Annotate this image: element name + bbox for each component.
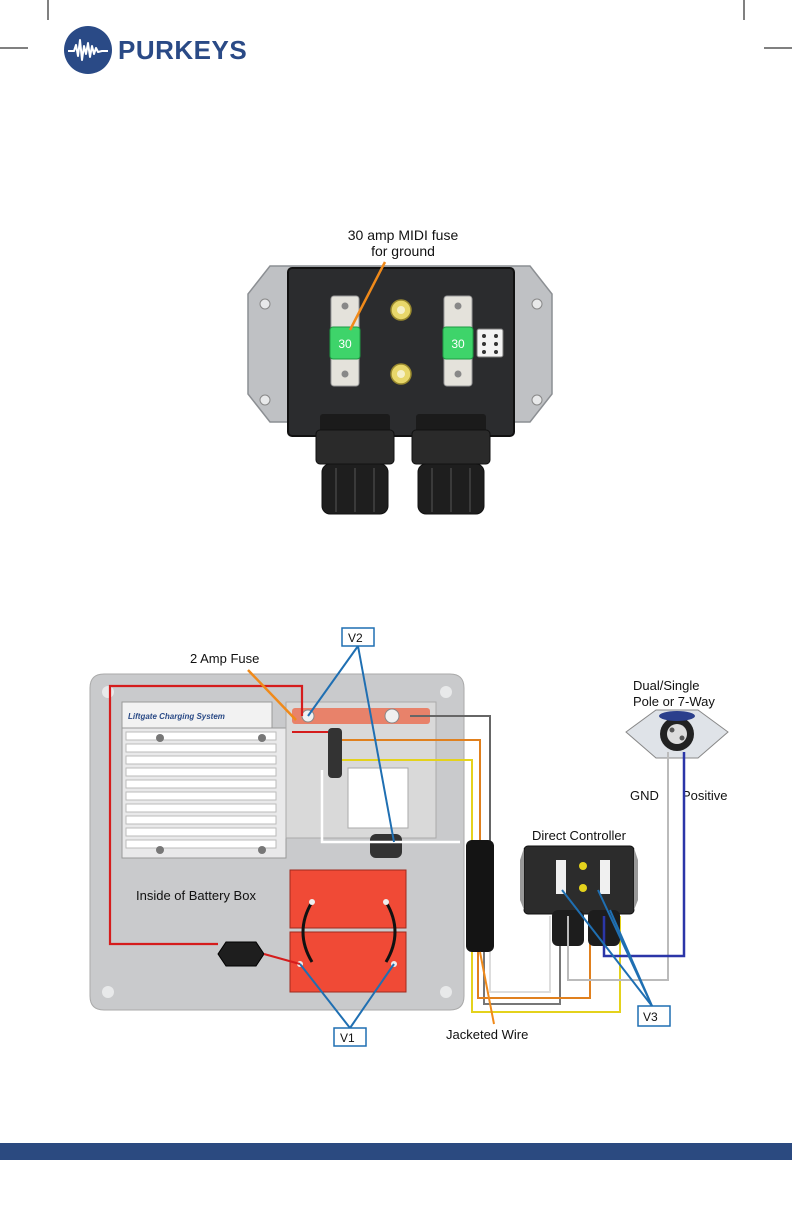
battery-bottom [290, 932, 406, 992]
fuse-right-rating: 30 [451, 337, 465, 351]
mount-hole-bottom-left [260, 395, 270, 405]
battery-box-label: Inside of Battery Box [136, 888, 256, 903]
cable-gland-right [412, 414, 490, 514]
harness-gray [484, 916, 560, 1004]
terminal-strip [328, 728, 342, 778]
positive-label: Positive [682, 788, 728, 803]
inline-fuse-holder [218, 942, 264, 966]
wiring-diagram: Liftgate Charging System Inside of Batte… [80, 620, 740, 1060]
logo-text: PURKEYS [118, 35, 247, 66]
mount-hole-bottom-right [532, 395, 542, 405]
ground-clamp [370, 834, 402, 858]
mount-hole-top-right [532, 299, 542, 309]
purkeys-logo: PURKEYS [62, 24, 247, 76]
mount-hole-top-left [260, 299, 270, 309]
direct-controller [524, 846, 634, 914]
two-amp-fuse-label: 2 Amp Fuse [190, 651, 259, 666]
fuse-left-rating: 30 [338, 337, 352, 351]
v2-label: V2 [348, 631, 363, 645]
battery-top [290, 870, 406, 928]
fuse-callout-line2: for ground [371, 243, 435, 259]
jacketed-wire-label: Jacketed Wire [446, 1027, 528, 1042]
fuse-callout-line1: 30 amp MIDI fuse [348, 227, 459, 243]
cable-gland-left [316, 414, 394, 514]
charger-title: Liftgate Charging System [128, 712, 225, 721]
v1-label: V1 [340, 1031, 355, 1045]
v3-label: V3 [643, 1010, 658, 1024]
fuse-box-diagram: 30 amp MIDI fuse for ground 30 30 [240, 224, 560, 524]
connector-block [477, 329, 503, 357]
plug-label-line2: Pole or 7-Way [633, 694, 715, 709]
direct-controller-label: Direct Controller [532, 828, 627, 843]
jacketed-wire-sleeve [466, 840, 494, 952]
footer-bar [0, 1143, 792, 1160]
waveform-logo-icon [62, 24, 114, 76]
plug-label-line1: Dual/Single [633, 678, 700, 693]
jacketed-wire-pointer [480, 952, 494, 1024]
harness-white [490, 916, 550, 992]
label-card [348, 768, 408, 828]
gnd-label: GND [630, 788, 659, 803]
